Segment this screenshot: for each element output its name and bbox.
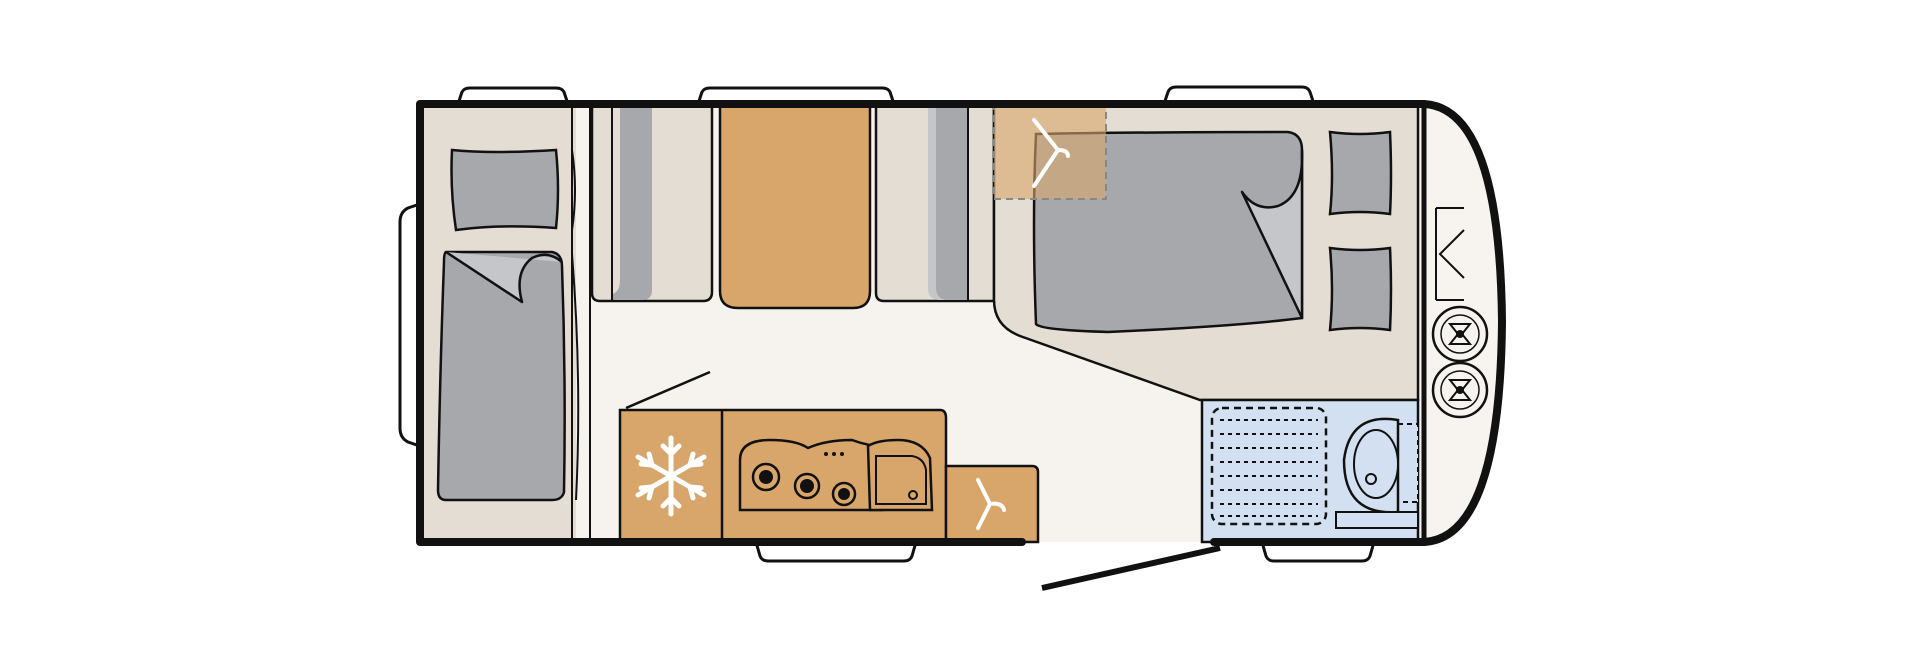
window-rear	[398, 201, 422, 449]
caravan-walls	[416, 100, 1506, 546]
sink-basin	[875, 455, 927, 505]
dinette-bench-right-back-light	[928, 104, 948, 300]
sink-icon	[866, 438, 934, 512]
shower-tray-icon	[1210, 406, 1328, 526]
outer-wall	[416, 100, 1428, 546]
window-bottom-kitchen	[754, 540, 918, 563]
wardrobe-top	[993, 103, 1107, 200]
burner-2-cap	[800, 479, 814, 493]
toilet-icon	[1335, 417, 1419, 529]
door-swing-icon	[1041, 545, 1221, 591]
rear-bed-pillow-edge	[571, 149, 576, 231]
gas-bottle-icon	[1431, 361, 1489, 419]
window-top-front	[1161, 85, 1317, 106]
dinette-bench-right-back	[936, 104, 968, 300]
shower-grid	[1220, 419, 1318, 517]
toilet-cistern	[1397, 423, 1419, 503]
burner-1-cap	[759, 470, 773, 484]
gas-bottle-icon	[1431, 305, 1489, 363]
hanger-icon	[976, 478, 1006, 530]
toilet-base	[1335, 511, 1419, 529]
hob-knob-2	[832, 452, 836, 456]
front-bed-pillow-2	[1328, 246, 1393, 332]
dinette-table	[718, 102, 872, 310]
hob-knob-1	[824, 452, 828, 456]
kitchen-area	[618, 370, 1040, 544]
rear-bed-area	[420, 104, 591, 542]
center-dinette	[590, 102, 996, 310]
nose-wall	[1420, 100, 1506, 546]
front-locker	[1424, 104, 1500, 542]
hob-knob-3	[840, 452, 844, 456]
snowflake-icon	[635, 435, 707, 517]
burner-3-cap	[838, 488, 850, 500]
sink-drain	[908, 490, 918, 500]
rear-bed-side-strip	[571, 253, 580, 501]
locker-lid-icon	[1435, 207, 1465, 301]
gas-hob-icon	[738, 438, 884, 512]
shower-tray	[1210, 406, 1328, 526]
washroom-area	[1200, 398, 1420, 544]
windows	[398, 85, 1376, 563]
door-leaf	[1041, 545, 1221, 591]
dinette-bench-left-back	[611, 104, 652, 300]
front-bed-pillow-1	[1328, 130, 1393, 216]
window-bottom-washroom	[1260, 540, 1376, 563]
hanger-icon	[1032, 118, 1070, 188]
toilet-seat	[1353, 429, 1399, 499]
rear-bed-cover-fold	[445, 250, 563, 304]
front-bed-cover-fold	[1240, 148, 1304, 320]
rear-bed-pillow	[450, 148, 560, 232]
kitchen-flap-line	[625, 370, 711, 410]
rear-bed-mattress	[436, 250, 566, 502]
wardrobe-top-box	[993, 103, 1107, 200]
toilet-drain	[1365, 473, 1377, 485]
